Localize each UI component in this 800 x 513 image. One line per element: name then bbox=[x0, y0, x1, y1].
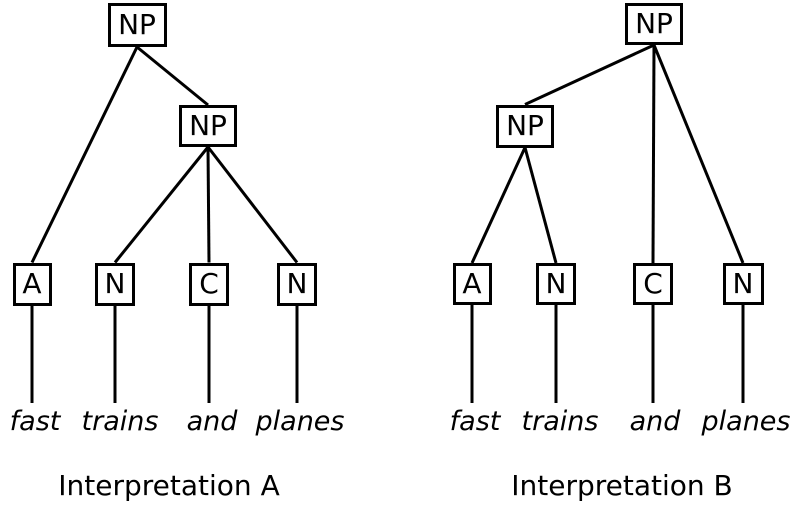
tree-b-word-planes: planes bbox=[701, 406, 791, 437]
tree-a-node-np-root: NP bbox=[107, 3, 167, 47]
tree-b-word-fast: fast bbox=[449, 406, 501, 437]
tree-b-node-n1: N bbox=[536, 263, 576, 305]
tree-b-edge-np-inner-n1 bbox=[523, 147, 558, 264]
tree-b-edge-np-root-c bbox=[651, 44, 656, 264]
tree-b-word-trains: trains bbox=[521, 406, 599, 437]
tree-a-edge-np-inner-n1 bbox=[113, 146, 210, 264]
tree-a-edge-np-inner-c bbox=[206, 146, 211, 263]
tree-b-node-a: A bbox=[452, 263, 492, 305]
tree-a-node-n2: N bbox=[277, 262, 317, 306]
tree-a-word-fast: fast bbox=[9, 406, 61, 437]
tree-b-edge-np-root-np-inner bbox=[524, 43, 655, 106]
tree-a-word-and: and bbox=[186, 406, 238, 437]
tree-a-caption: Interpretation A bbox=[58, 469, 280, 502]
tree-b-node-n2: N bbox=[722, 263, 764, 305]
tree-a-node-n1: N bbox=[95, 262, 135, 306]
tree-a-edge-np-inner-n2 bbox=[206, 146, 299, 264]
tree-a-edge-np-root-a bbox=[30, 46, 139, 264]
tree-b-word-and: and bbox=[629, 406, 681, 437]
tree-b-edge-np-root-n2 bbox=[652, 44, 745, 264]
tree-b-node-np-root: NP bbox=[625, 3, 683, 45]
tree-a-word-planes: planes bbox=[255, 406, 345, 437]
tree-a-word-trains: trains bbox=[81, 406, 159, 437]
tree-a-node-c: C bbox=[189, 262, 229, 306]
tree-a-node-np-inner: NP bbox=[179, 105, 237, 147]
tree-b-edge-np-inner-a bbox=[470, 146, 527, 264]
tree-a-node-a: A bbox=[12, 262, 52, 306]
tree-a-edge-np-root-np-inner bbox=[136, 45, 209, 107]
tree-b-caption: Interpretation B bbox=[511, 469, 733, 502]
tree-b-node-c: C bbox=[633, 263, 673, 305]
tree-b-node-np-inner: NP bbox=[496, 104, 554, 148]
